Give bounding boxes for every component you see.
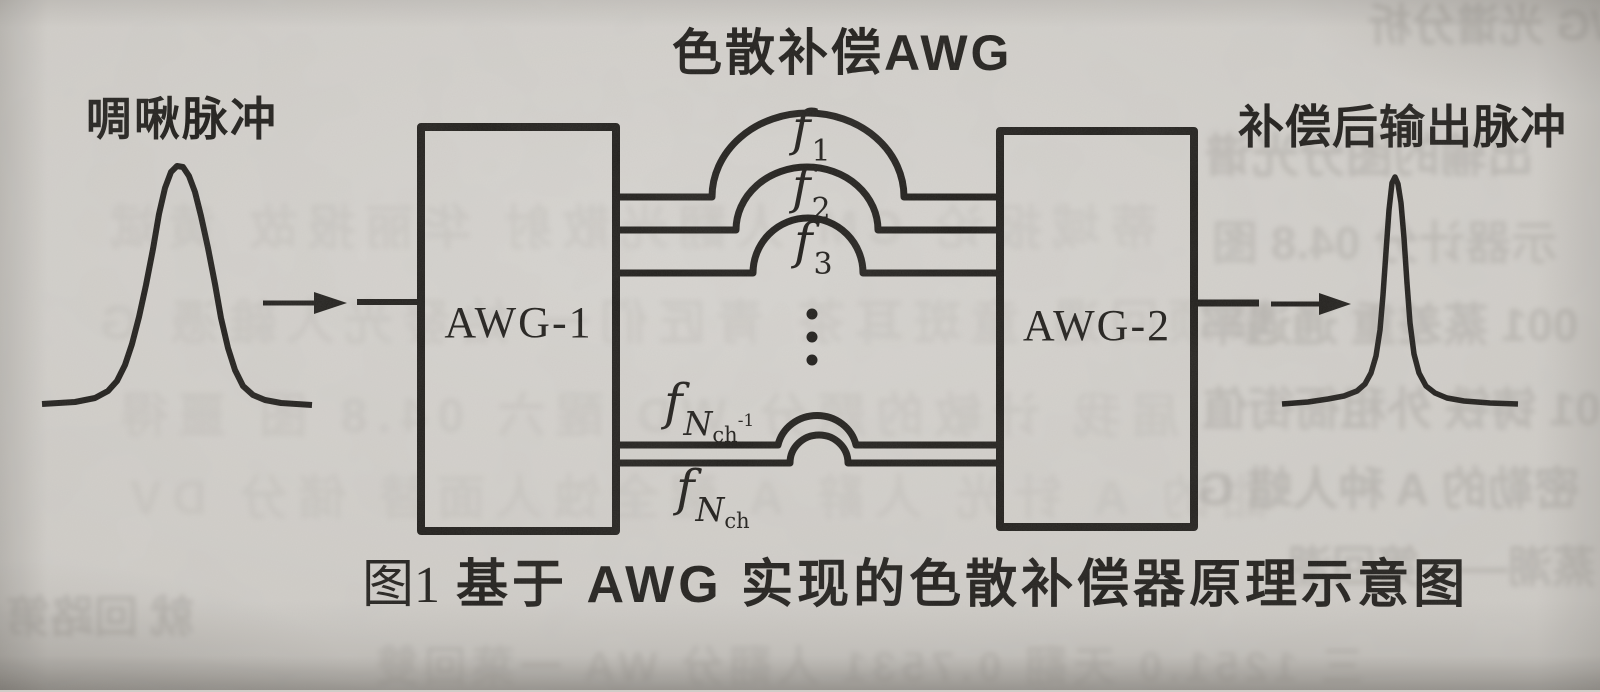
awg2-label: AWG-2 <box>1022 301 1172 350</box>
figure-caption: 图1 基于 AWG 实现的色散补偿器原理示意图 <box>362 556 1469 616</box>
output-pulse-label: 补偿后输出脉冲 <box>1238 101 1567 153</box>
channel-subsubscript: ch <box>724 509 750 533</box>
channel-symbol: f <box>664 373 683 431</box>
vertical-ellipsis-icon <box>806 308 818 366</box>
channel-subsubscript: ch <box>712 423 738 447</box>
channel-subscript: N <box>695 490 725 529</box>
figure-caption-text: 基于 AWG 实现的色散补偿器原理示意图 <box>456 556 1470 614</box>
figure-number: 图1 <box>362 557 441 614</box>
channel-symbol: f <box>792 157 811 215</box>
input-pulse-label: 啁啾脉冲 <box>86 93 278 145</box>
channel-subscript: 3 <box>813 247 833 282</box>
awg1-label: AWG-1 <box>444 298 593 347</box>
channel-label-fnch-1: fNch-1 <box>664 377 754 446</box>
channel-symbol: f <box>792 99 811 157</box>
channel-symbol: f <box>676 459 695 517</box>
channel-label-f3: f3 <box>794 216 833 280</box>
output-pulse-waveform <box>1281 174 1519 407</box>
output-arrow-head-icon <box>1319 293 1351 315</box>
channel-subscript: N <box>683 404 713 443</box>
channel-label-fnch: fNch <box>676 463 750 532</box>
input-pulse-waveform <box>41 163 313 408</box>
input-arrow-head-icon <box>314 292 347 314</box>
channel-superscript: -1 <box>737 411 755 431</box>
figure-title: 色散补偿AWG <box>672 25 1013 81</box>
channel-symbol: f <box>794 212 813 270</box>
